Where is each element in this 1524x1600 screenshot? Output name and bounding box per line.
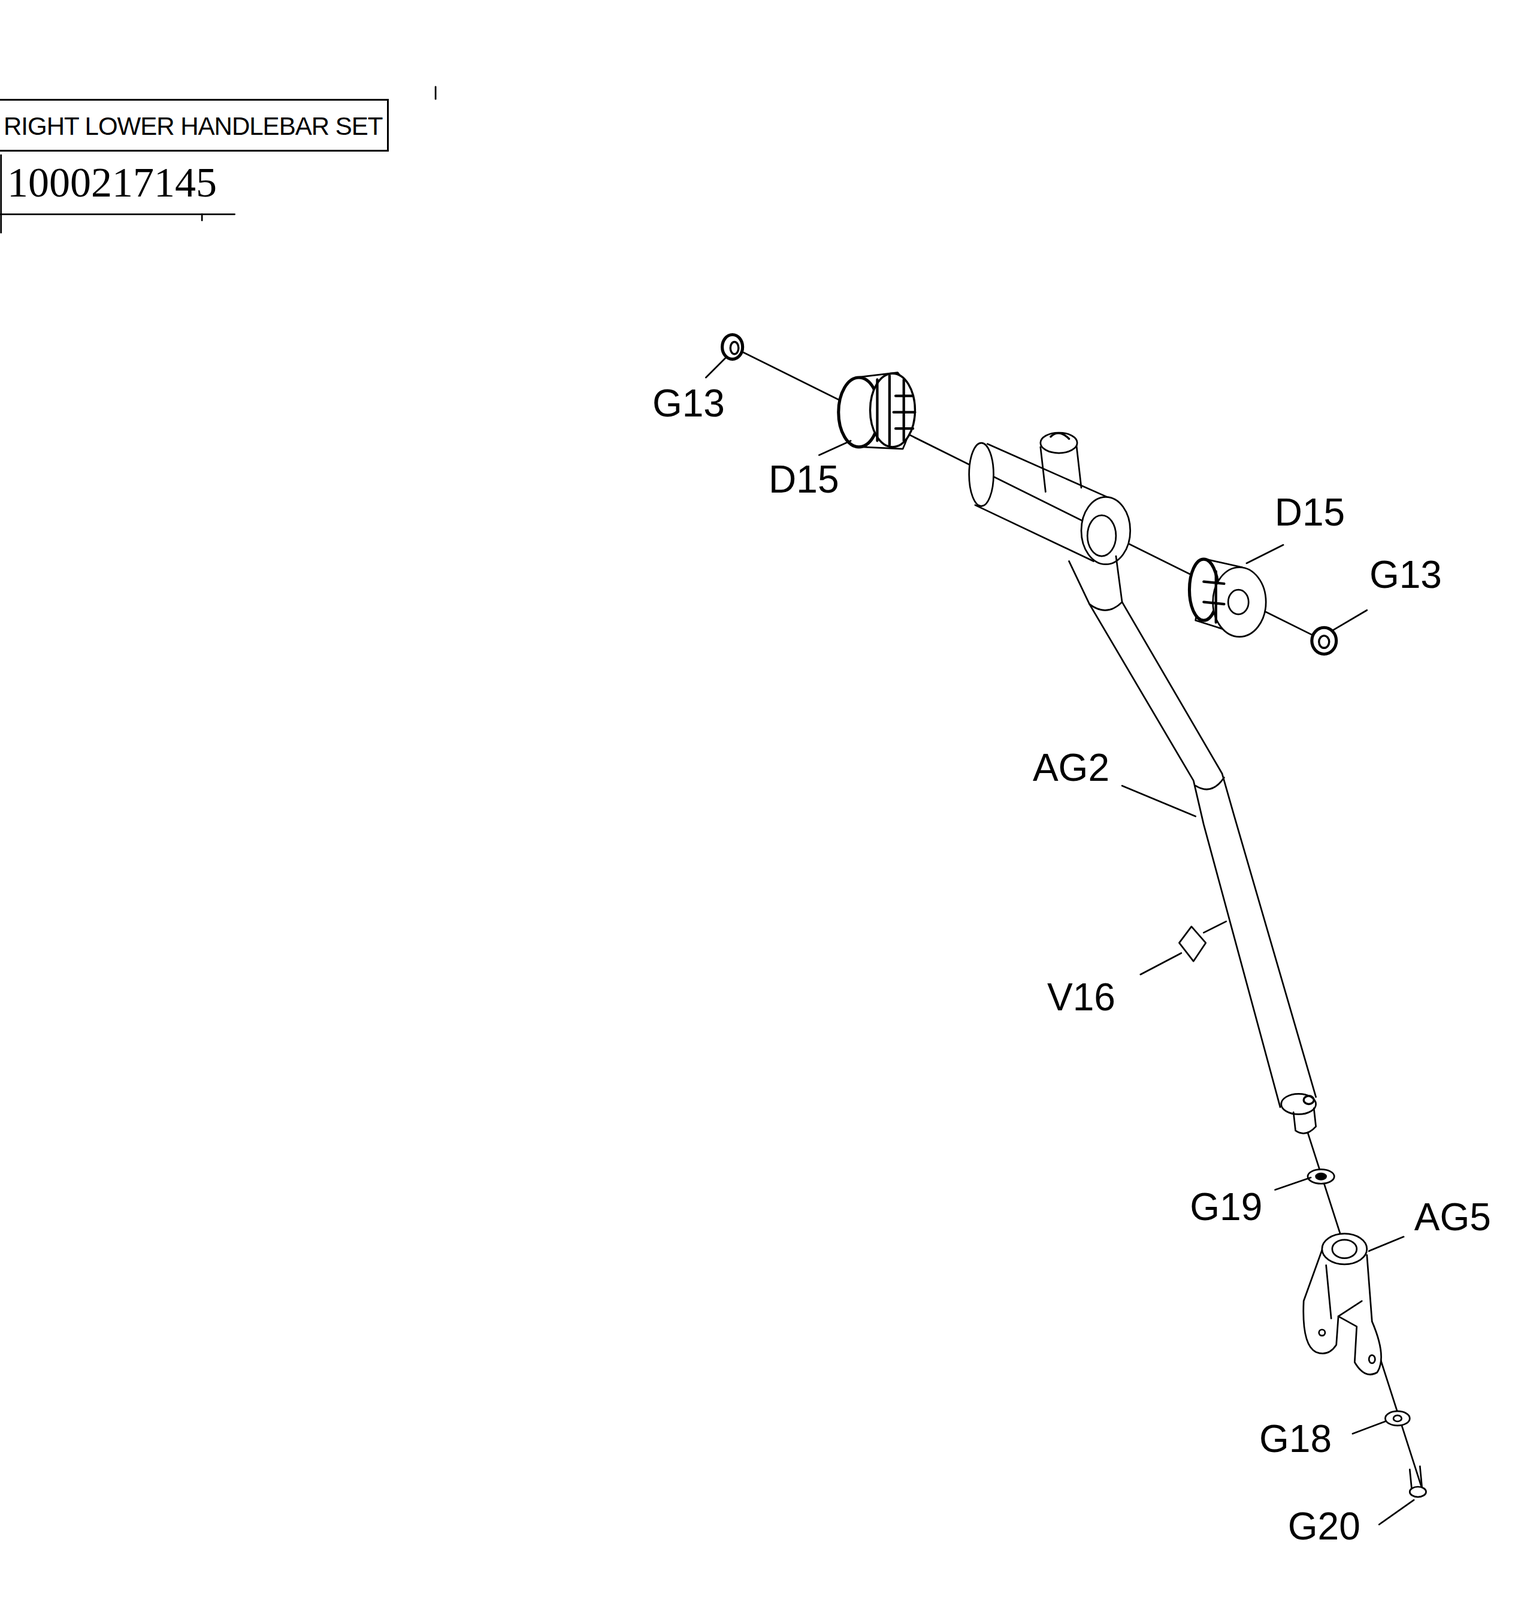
callout-label: G18 <box>1259 1419 1332 1458</box>
callout-label: D15 <box>1274 493 1345 532</box>
title-text: RIGHT LOWER HANDLEBAR SET <box>0 98 389 152</box>
callout-label: G20 <box>1287 1506 1361 1545</box>
callout-label: G19 <box>1189 1187 1263 1226</box>
callout-label: V16 <box>1047 977 1116 1016</box>
callout-label: G13 <box>1369 555 1442 594</box>
part-number: 1000217145 <box>7 161 217 204</box>
callout-label: AG5 <box>1414 1197 1492 1236</box>
callout-label: G13 <box>652 383 725 423</box>
callout-label: D15 <box>768 460 839 499</box>
callout-label: AG2 <box>1032 748 1110 787</box>
